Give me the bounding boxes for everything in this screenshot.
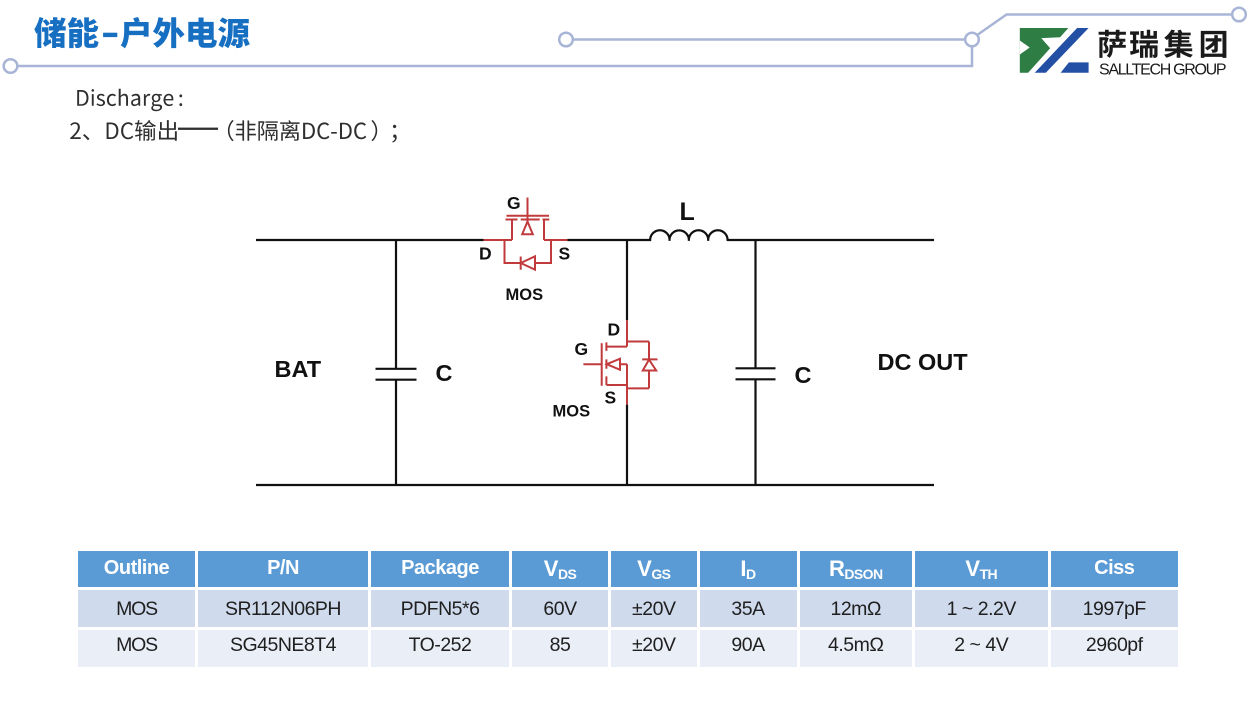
svg-text:MOS: MOS bbox=[553, 403, 591, 421]
svg-text:C: C bbox=[436, 360, 453, 386]
svg-text:DC OUT: DC OUT bbox=[878, 349, 969, 375]
svg-text:L: L bbox=[680, 198, 695, 226]
svg-text:G: G bbox=[575, 339, 589, 359]
svg-text:MOS: MOS bbox=[506, 286, 544, 304]
svg-text:D: D bbox=[479, 244, 492, 264]
svg-text:BAT: BAT bbox=[275, 356, 322, 382]
svg-text:SALLTECH GROUP: SALLTECH GROUP bbox=[1099, 62, 1227, 79]
svg-text:C: C bbox=[795, 362, 812, 388]
svg-text:G: G bbox=[507, 193, 521, 213]
svg-text:S: S bbox=[559, 244, 571, 264]
svg-text:D: D bbox=[608, 320, 621, 340]
svg-text:S: S bbox=[605, 388, 617, 408]
